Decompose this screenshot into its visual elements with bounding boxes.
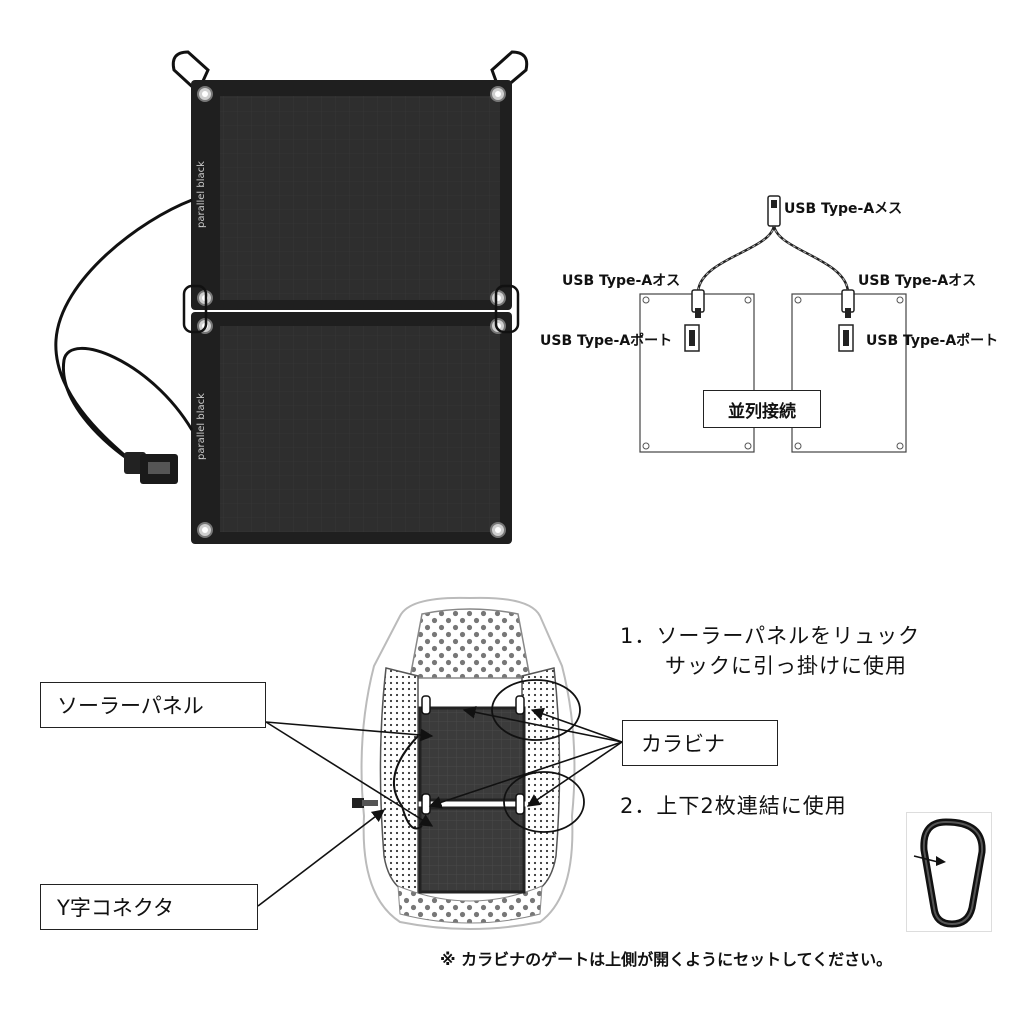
- usb-female-icon: [767, 195, 781, 227]
- backpack-lower-panel: [418, 806, 526, 894]
- usb-port-left-label: USB Type-Aポート: [540, 333, 673, 349]
- solar-panel-illustration: [54, 50, 529, 544]
- parallel-connection-label: 並列接続: [728, 401, 796, 422]
- y-connector-label-box: Y字コネクタ: [40, 884, 258, 930]
- parallel-connection-box: 並列接続: [703, 390, 821, 428]
- usb-female-label: USB Type-Aメス: [784, 201, 903, 217]
- gate-note: ※ カラビナのゲートは上側が開くようにセットしてください。: [440, 950, 893, 969]
- top-left-hook-icon: [171, 50, 210, 95]
- carabiner-label: カラビナ: [641, 732, 725, 756]
- solar-panel-label: ソーラーパネル: [57, 694, 204, 718]
- usb-male-right-icon: [841, 289, 855, 318]
- backpack-upper-panel: [418, 706, 526, 802]
- middle-carabiner-icons: [182, 284, 520, 334]
- usb-port-left-icon: [684, 324, 700, 352]
- y-cable-diagram: [696, 223, 850, 293]
- step1-line2: サックに引っ掛けに使用: [665, 654, 907, 678]
- panel-brand-text-lower: parallel black: [196, 393, 207, 460]
- panel-brand-text-upper: parallel black: [196, 161, 207, 228]
- top-right-hook-icon: [490, 50, 529, 95]
- usb-male-right-label: USB Type-Aオス: [858, 273, 977, 289]
- solar-panel-label-box: ソーラーパネル: [40, 682, 266, 728]
- carabiner-icon: [906, 812, 992, 932]
- backpack-y-connector-icon: [352, 798, 378, 808]
- usb-male-left-label: USB Type-Aオス: [562, 273, 681, 289]
- usb-male-left-icon: [691, 289, 705, 318]
- carabiner-label-box: カラビナ: [622, 720, 778, 766]
- y-cable: [54, 198, 193, 464]
- y-connector-label: Y字コネクタ: [57, 896, 174, 920]
- usb-port-right-label: USB Type-Aポート: [866, 333, 999, 349]
- callout-arrows: [257, 706, 623, 907]
- usb-port-right-icon: [838, 324, 854, 352]
- step1-line1: 1．ソーラーパネルをリュック: [620, 624, 921, 648]
- backpack-illustration: [352, 596, 585, 930]
- usb-female-connector-icon: [124, 452, 178, 484]
- step2: 2．上下2枚連結に使用: [620, 794, 847, 818]
